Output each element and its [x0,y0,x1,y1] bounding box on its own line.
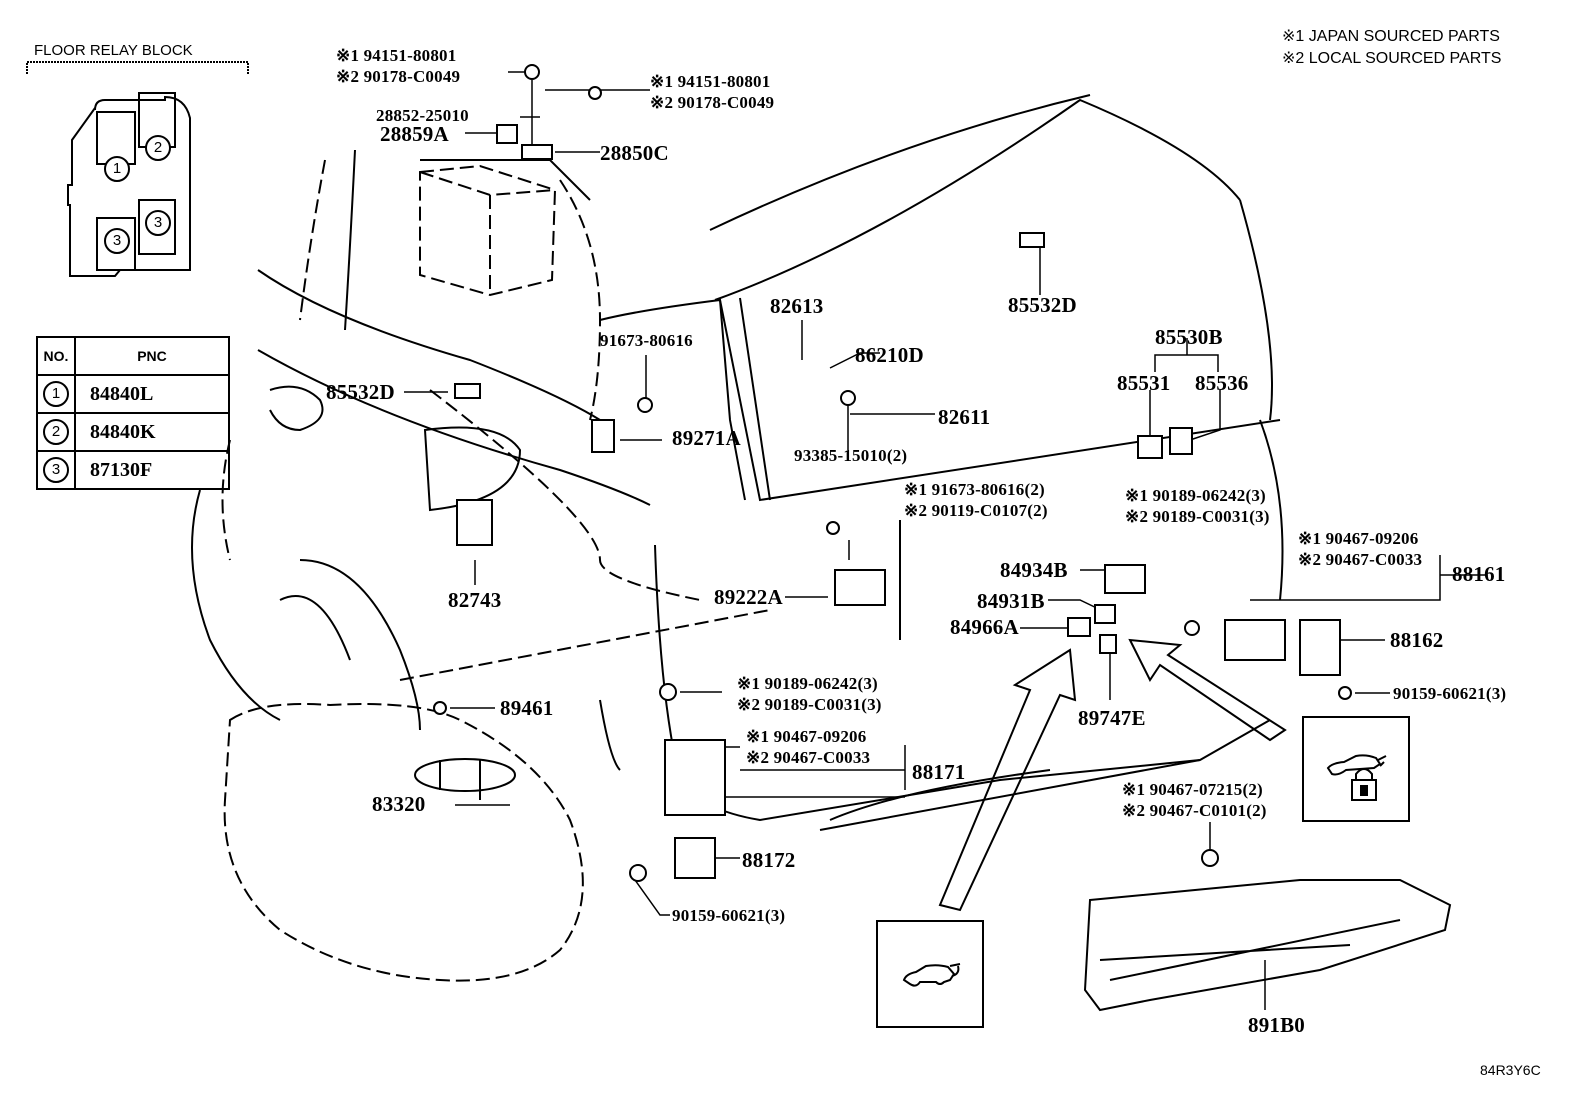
header-no: NO. [36,336,76,376]
relay-slot-2: 2 [145,135,171,161]
callout-891B0[interactable]: 891B0 [1248,1013,1306,1037]
fuel-tank-drawing [223,703,584,982]
arrow-left-large [938,648,1077,912]
callout-top-nut-2[interactable]: ※2 90178-C0049 [336,67,461,86]
callout-bolt-l-2[interactable]: ※2 90467-C0033 [746,748,871,767]
callout-clip-c-2[interactable]: ※2 90189-C0031(3) [737,695,882,714]
callout-clip-c-1[interactable]: ※1 90189-06242(3) [737,674,878,693]
relay-slot-3a: 3 [145,210,171,236]
legend-text: LOCAL SOURCED PARTS [1308,50,1502,67]
vehicle-icon-box [876,920,984,1028]
callout-bolt-r-2[interactable]: ※2 90467-C0033 [1298,550,1423,569]
row-pnc[interactable]: 84840K [74,412,230,452]
row-pnc[interactable]: 87130F [74,450,230,490]
callout-88171[interactable]: 88171 [912,760,966,784]
callout-bolt-r-1[interactable]: ※1 90467-09206 [1298,529,1419,548]
callout-right-nut-1[interactable]: ※1 94151-80801 [650,72,771,91]
callout-91673[interactable]: 91673-80616 [600,331,693,350]
table-row: 3 87130F [36,450,230,490]
legend-mark: ※2 [1282,50,1305,67]
callout-bolt-b-2[interactable]: ※2 90467-C0101(2) [1122,801,1267,820]
battery-outline [419,164,557,297]
table-row: 2 84840K [36,412,230,452]
callout-28859A[interactable]: 28859A [380,122,449,146]
part-glyphs [433,64,1352,882]
floor-relay-block-drawing [26,61,249,277]
row-number: 1 [43,381,69,407]
callout-clip-a-2[interactable]: ※2 90119-C0107(2) [904,501,1048,520]
pnc-table: NO. PNC 1 84840L 2 84840K 3 87130F [36,336,230,490]
callout-90159-right[interactable]: 90159-60621(3) [1393,684,1507,703]
relay-block-title: FLOOR RELAY BLOCK [34,42,193,59]
callout-84931B[interactable]: 84931B [977,589,1045,613]
legend-note-2: ※2 LOCAL SOURCED PARTS [1282,48,1501,70]
row-number: 3 [43,457,69,483]
callout-88162[interactable]: 88162 [1390,628,1444,652]
callout-clip-b-2[interactable]: ※2 90189-C0031(3) [1125,507,1270,526]
callout-85532D-left[interactable]: 85532D [326,380,395,404]
callout-85532D-top[interactable]: 85532D [1008,293,1077,317]
table-row: 1 84840L [36,374,230,414]
callout-89222A[interactable]: 89222A [714,585,783,609]
callout-83320[interactable]: 83320 [372,792,426,816]
callout-85531[interactable]: 85531 [1117,371,1171,395]
callout-86210D[interactable]: 86210D [855,343,924,367]
callout-85530B[interactable]: 85530B [1155,325,1223,349]
header-pnc: PNC [74,336,230,376]
callout-28852[interactable]: 28852-25010 [376,106,469,125]
callout-clip-b-1[interactable]: ※1 90189-06242(3) [1125,486,1266,505]
callout-85536[interactable]: 85536 [1195,371,1249,395]
callout-bolt-b-1[interactable]: ※1 90467-07215(2) [1122,780,1263,799]
callout-clip-a-1[interactable]: ※1 91673-80616(2) [904,480,1045,499]
bumper-reinforcement-drawing [1083,879,1452,1012]
row-pnc[interactable]: 84840L [74,374,230,414]
relay-slot-1: 1 [104,156,130,182]
callout-top-nut-1[interactable]: ※1 94151-80801 [336,46,457,65]
callout-89461[interactable]: 89461 [500,696,554,720]
diagram-code: 84R3Y6C [1480,1062,1541,1078]
callout-right-nut-2[interactable]: ※2 90178-C0049 [650,93,775,112]
vehicle-icon [902,963,961,987]
callout-28850C[interactable]: 28850C [600,141,669,165]
callout-84934B[interactable]: 84934B [1000,558,1068,582]
callout-82743[interactable]: 82743 [448,588,502,612]
callout-88172[interactable]: 88172 [742,848,796,872]
callout-bolt-l-1[interactable]: ※1 90467-09206 [746,727,867,746]
callout-82611[interactable]: 82611 [938,405,991,429]
callout-82613[interactable]: 82613 [770,294,824,318]
callout-84966A[interactable]: 84966A [950,615,1019,639]
callout-89747E[interactable]: 89747E [1078,706,1146,730]
row-number: 2 [43,419,69,445]
legend-mark: ※1 [1282,28,1305,45]
arrow-right-large [1128,638,1287,742]
callout-89271A[interactable]: 89271A [672,426,741,450]
legend-note-1: ※1 JAPAN SOURCED PARTS [1282,26,1500,48]
pnc-table-header: NO. PNC [36,336,230,376]
callout-90159-left[interactable]: 90159-60621(3) [672,906,786,925]
callout-93385[interactable]: 93385-15010(2) [794,446,908,465]
relay-slot-3b: 3 [104,228,130,254]
callout-88161[interactable]: 88161 [1452,562,1506,586]
vehicle-lock-icon [1326,754,1387,801]
legend-text: JAPAN SOURCED PARTS [1308,28,1500,45]
vehicle-lock-icon-box [1302,716,1410,822]
